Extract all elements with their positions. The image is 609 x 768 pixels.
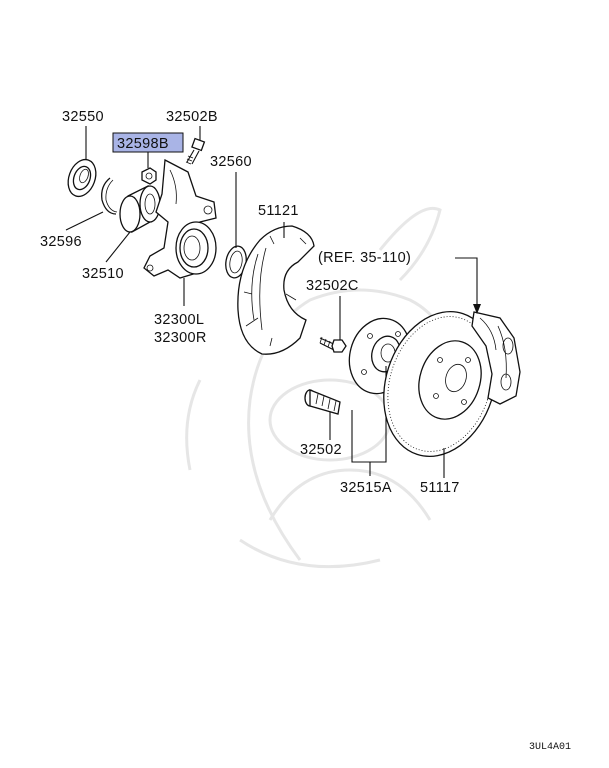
label-32502B: 32502B [166,109,218,125]
diagram-code: 3UL4A01 [529,742,571,753]
label-51121: 51121 [258,203,299,219]
nut-32598B [141,167,157,185]
knuckle-32300 [143,158,217,279]
label-32550: 32550 [62,109,104,125]
oil-seal-32550 [67,158,97,198]
label-32510: 32510 [82,266,124,282]
label-ref-35-110: (REF. 35-110) [318,250,411,266]
label-32598B: 32598B [117,136,169,152]
hub-bolt-32502 [304,389,341,415]
bolt-32502B [185,137,206,165]
dust-shield-51121 [237,225,315,355]
label-32502: 32502 [300,442,342,458]
label-32300L: 32300L [154,312,204,328]
label-32515A: 32515A [340,480,392,496]
snap-ring-32596 [101,177,118,215]
bolt-32502C [319,336,347,353]
dust-seal-32560 [225,245,247,279]
caliper-ref [471,311,521,405]
label-32560: 32560 [210,154,252,170]
label-32598B-highlighted: 32598B [112,132,184,153]
disc-rotor-51117 [383,311,497,457]
label-32502C: 32502C [306,278,359,294]
bearing-32510 [119,184,161,234]
label-32596: 32596 [40,234,82,250]
label-51117: 51117 [420,480,460,496]
label-32300R: 32300R [154,330,207,346]
